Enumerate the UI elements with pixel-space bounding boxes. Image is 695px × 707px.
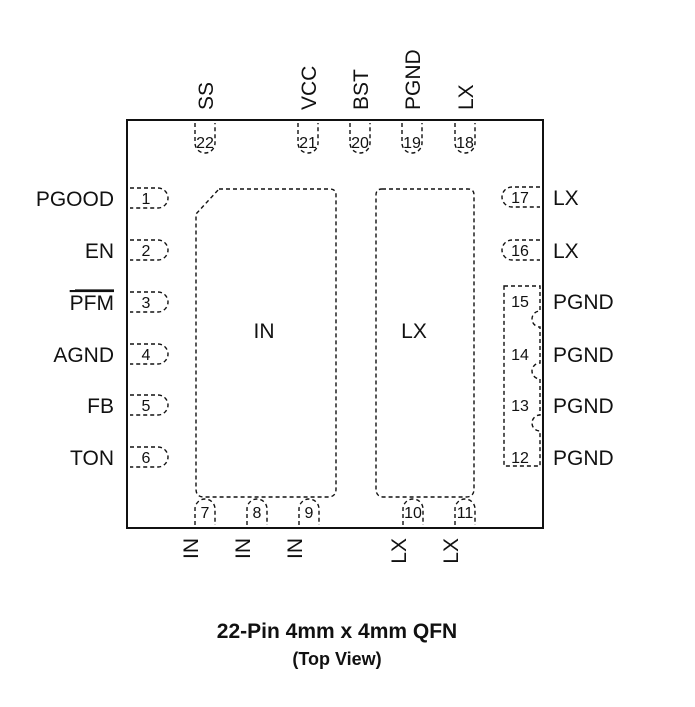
pin-pad-18: [454, 123, 476, 154]
pin-pad-7: [194, 498, 216, 525]
left-pin-group: 1 PGOOD 2 EN 3 PFM 4 AGND 5 FB 6 TON: [36, 187, 169, 470]
package-title: 22-Pin 4mm x 4mm QFN: [217, 620, 457, 643]
pin-name: LX: [388, 538, 411, 564]
pin-number: 19: [403, 135, 421, 152]
pin-number: 11: [457, 505, 474, 522]
pin-name: LX: [440, 538, 463, 564]
pin-number: 7: [201, 505, 210, 522]
pad-label-lx: LX: [401, 320, 427, 343]
pin-pad-1: [130, 187, 169, 209]
pin-number: 14: [511, 347, 529, 364]
pin-name: PGND: [553, 395, 614, 418]
pin-pad-19: [401, 123, 423, 154]
pin-number: 5: [142, 398, 151, 415]
pin-number: 6: [142, 450, 151, 467]
pin-pad-16: [501, 239, 540, 261]
pin-name: FB: [87, 395, 114, 418]
pin-number: 22: [196, 135, 214, 152]
pin-pad-8: [246, 498, 268, 525]
pin-name: PFM: [70, 292, 114, 315]
pin-number: 21: [299, 135, 317, 152]
pin-number: 3: [142, 295, 151, 312]
pin-name: LX: [455, 84, 478, 110]
pin-number: 2: [142, 243, 151, 260]
exposed-pad-in: [195, 188, 337, 498]
pin-name: IN: [284, 538, 307, 559]
top-pin-group: 18 LX 19 PGND 20 BST 21 VCC 22 SS: [194, 49, 478, 154]
pin-number: 16: [511, 243, 529, 260]
pin-name: IN: [180, 538, 203, 559]
pin-name: PGND: [553, 447, 614, 470]
pin-name: VCC: [298, 66, 321, 110]
exposed-pad-lx: [375, 188, 475, 498]
pin-name: TON: [70, 447, 114, 470]
pin-pad-6: [130, 446, 169, 468]
pad-label-in: IN: [254, 320, 275, 343]
pin-name: PGND: [553, 291, 614, 314]
pin-number: 9: [305, 505, 314, 522]
pin-name: EN: [85, 240, 114, 263]
package-subtitle: (Top View): [292, 649, 381, 669]
pin-pad-22: [194, 123, 216, 154]
pin-number: 20: [351, 135, 369, 152]
pin-pad-10: [402, 498, 424, 525]
pin-name: PGOOD: [36, 188, 114, 211]
pin-pad-2: [130, 239, 169, 261]
pin-number: 17: [511, 190, 529, 207]
pin-number: 10: [404, 505, 422, 522]
pin-name: AGND: [53, 344, 114, 367]
pin-number: 15: [511, 294, 529, 311]
pin-name: IN: [232, 538, 255, 559]
pin-name: SS: [195, 82, 218, 110]
pin-pad-21: [297, 123, 319, 154]
pin-name: LX: [553, 187, 579, 210]
pin-pad-9: [298, 498, 320, 525]
pin-number: 8: [253, 505, 262, 522]
pin-number: 4: [142, 347, 151, 364]
pin-name: LX: [553, 240, 579, 263]
pin-name: PGND: [553, 344, 614, 367]
pin-pad-17: [501, 186, 540, 208]
pin-pad-20: [349, 123, 371, 154]
pin-pad-3: [130, 291, 169, 313]
pin-number: 18: [456, 135, 474, 152]
package-body: [126, 119, 544, 529]
pin-name: PGND: [402, 49, 425, 110]
pin-number: 12: [511, 450, 529, 467]
pgnd-merged-pad: [503, 285, 541, 467]
pin-number: 1: [142, 191, 151, 208]
pin-pad-4: [130, 343, 169, 365]
pin-pad-11: [454, 498, 476, 525]
pin-name: BST: [350, 69, 373, 110]
pin-pad-5: [130, 394, 169, 416]
pin-number: 13: [511, 398, 529, 415]
